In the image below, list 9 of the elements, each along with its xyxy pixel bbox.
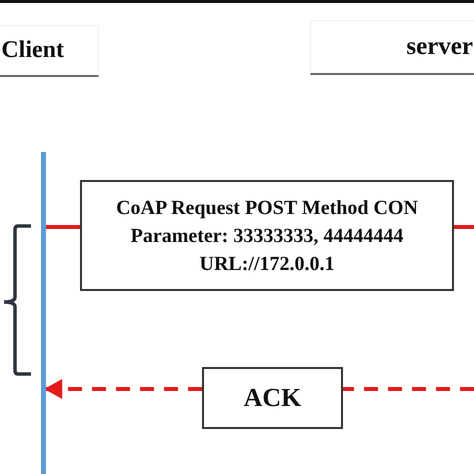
connector-line <box>46 225 80 229</box>
arrow <box>44 380 202 398</box>
label-box: server <box>310 20 474 75</box>
connector-line <box>343 387 474 391</box>
label-box: Client <box>0 25 99 77</box>
message-box: ACK <box>202 367 343 429</box>
lifeline <box>41 152 46 474</box>
connector-line <box>454 225 474 229</box>
message-box: CoAP Request POST Method CON Parameter: 33333333, 44444444 URL://172.0.0.1 <box>80 180 454 291</box>
